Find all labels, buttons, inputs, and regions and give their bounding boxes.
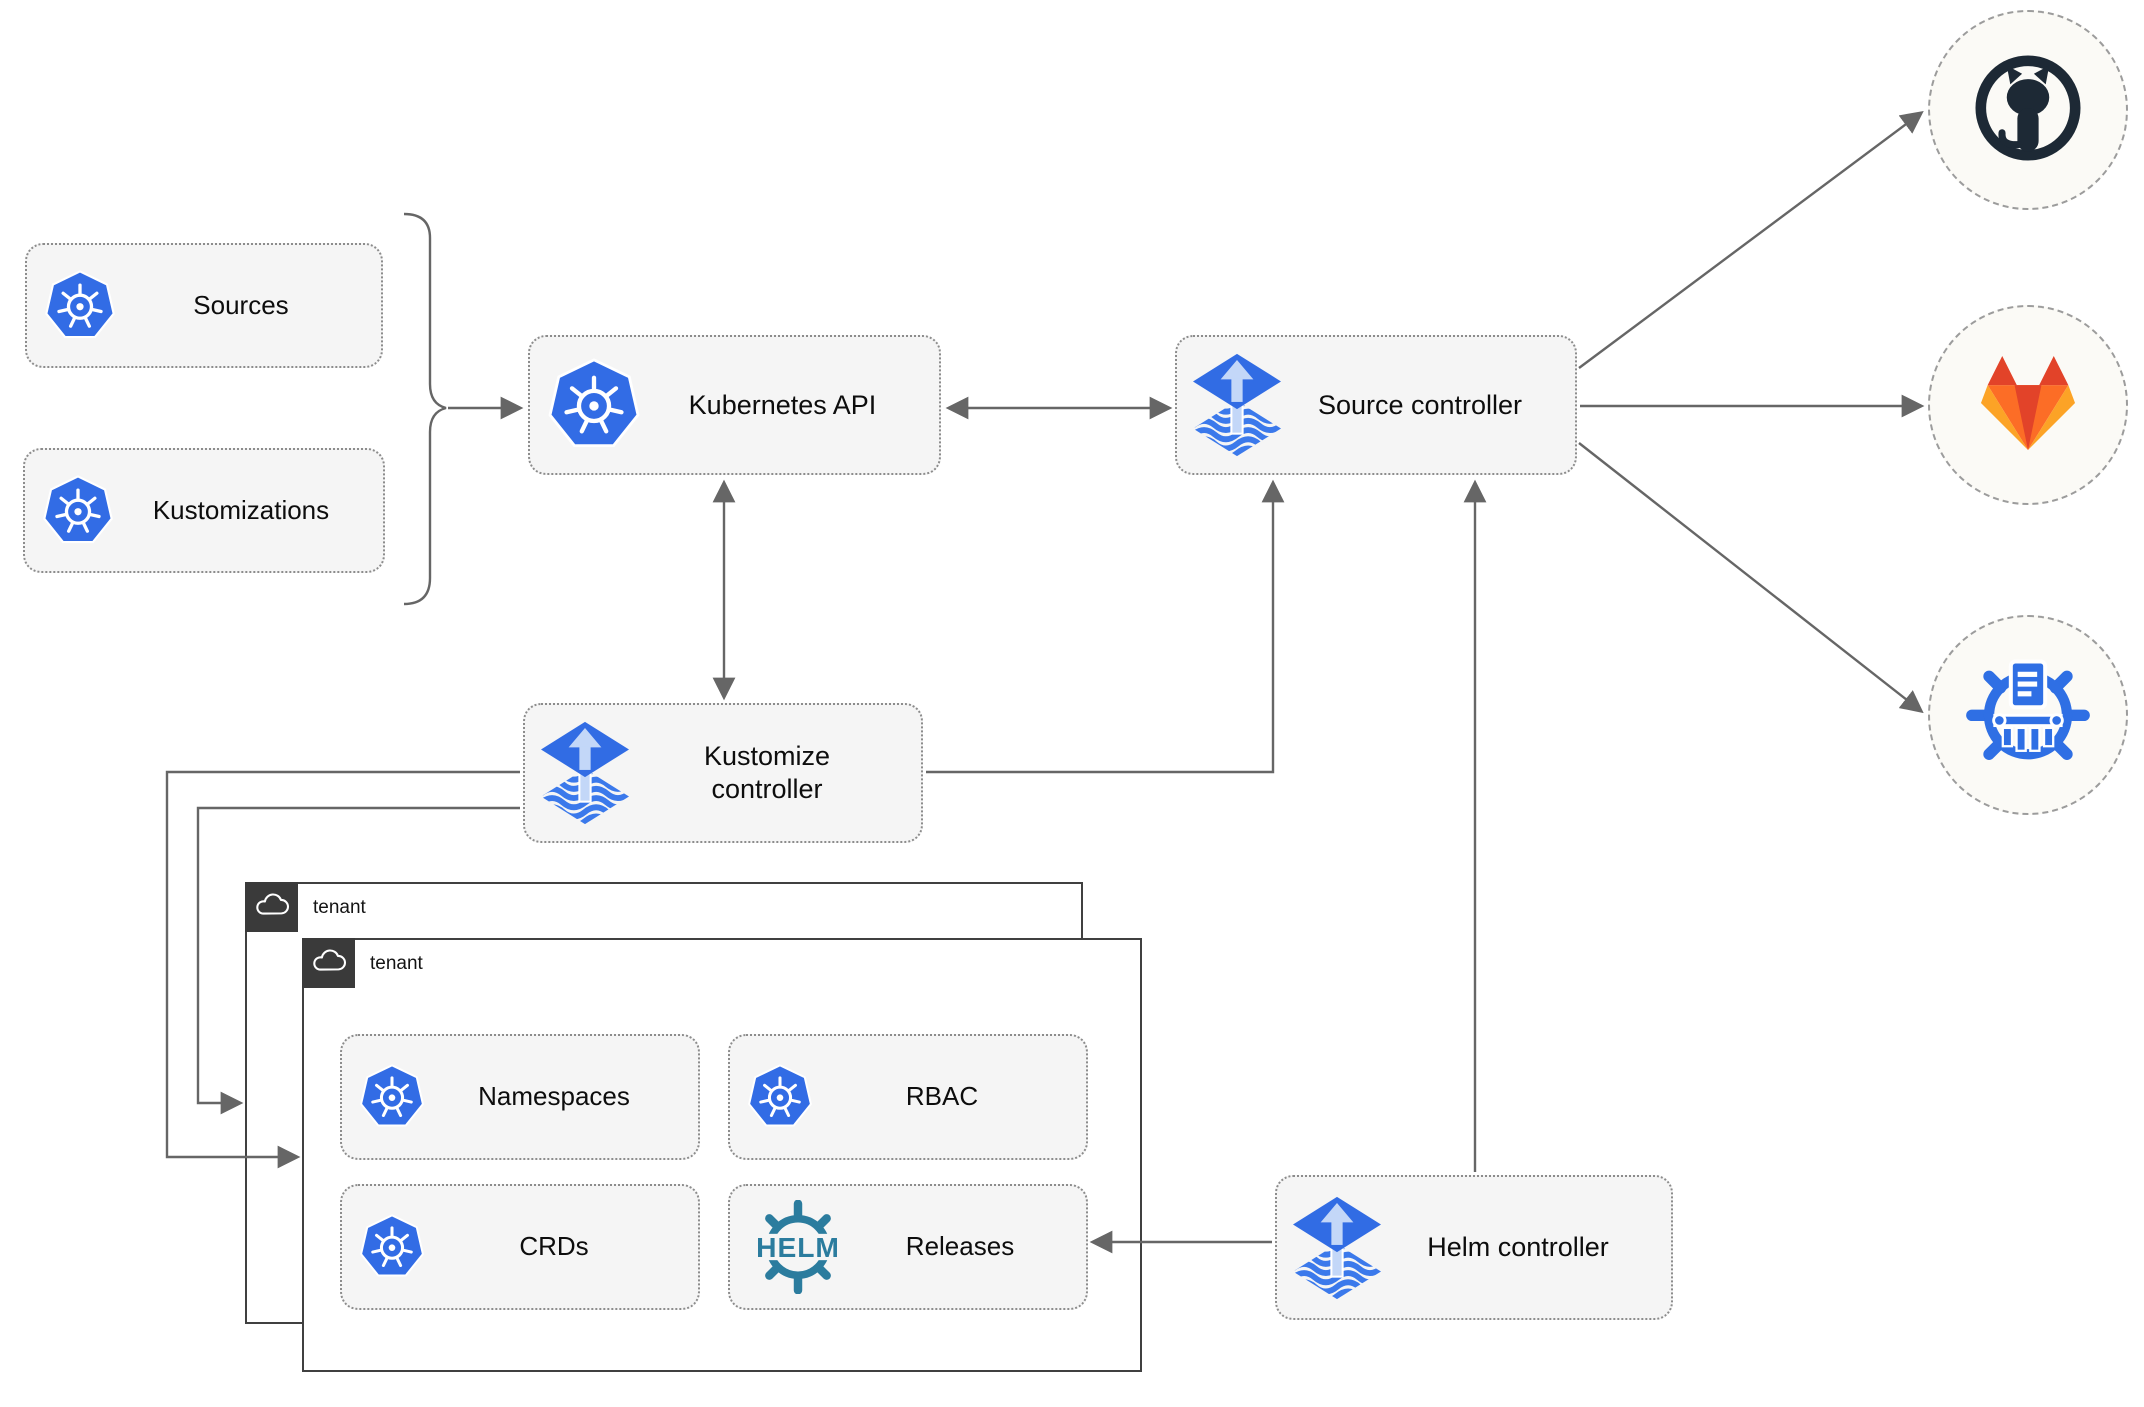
kubernetes-icon bbox=[41, 474, 115, 547]
kubernetes-icon bbox=[546, 358, 642, 452]
helm-logo-icon: HELM bbox=[746, 1200, 850, 1294]
kustomizations-box: Kustomizations bbox=[23, 448, 385, 573]
kubernetes-icon bbox=[358, 1064, 426, 1130]
releases-box: HELM Releases bbox=[728, 1184, 1088, 1310]
releases-label: Releases bbox=[905, 1231, 1015, 1262]
kustomize-controller-box: Kustomize controller bbox=[523, 703, 923, 843]
tenant-back-label: tenant bbox=[313, 897, 366, 918]
rbac-label: RBAC bbox=[905, 1081, 979, 1112]
gitlab-circle bbox=[1928, 305, 2128, 505]
edge-source-github bbox=[1578, 110, 1924, 369]
kubernetes-api-label: Kubernetes API bbox=[688, 389, 877, 420]
kubernetes-icon bbox=[746, 1064, 814, 1130]
chartmuseum-icon bbox=[1965, 650, 2091, 781]
github-icon bbox=[1969, 49, 2087, 172]
kubernetes-icon bbox=[358, 1214, 426, 1280]
helm-wheel-text: HELM bbox=[756, 1231, 840, 1263]
gitlab-icon bbox=[1972, 351, 2084, 460]
rbac-box: RBAC bbox=[728, 1034, 1088, 1160]
tenant-front-label: tenant bbox=[370, 953, 423, 974]
kubernetes-icon bbox=[43, 269, 117, 342]
github-circle bbox=[1928, 10, 2128, 210]
flux-icon bbox=[1193, 353, 1281, 457]
helm-controller-label: Helm controller bbox=[1427, 1232, 1609, 1263]
namespaces-box: Namespaces bbox=[340, 1034, 700, 1160]
flux-icon bbox=[1293, 1196, 1381, 1300]
kustomizations-label: Kustomizations bbox=[152, 494, 330, 525]
kustomize-controller-label: Kustomize controller bbox=[703, 741, 831, 804]
cloud-icon bbox=[254, 892, 290, 923]
group-brace bbox=[403, 212, 447, 606]
cloud-icon bbox=[311, 948, 347, 979]
kubernetes-api-box: Kubernetes API bbox=[528, 335, 941, 475]
chartmuseum-circle bbox=[1928, 615, 2128, 815]
tenant-back-header bbox=[245, 882, 298, 932]
sources-box: Sources bbox=[25, 243, 383, 368]
crds-box: CRDs bbox=[340, 1184, 700, 1310]
source-controller-box: Source controller bbox=[1175, 335, 1577, 475]
namespaces-label: Namespaces bbox=[478, 1081, 630, 1112]
crds-label: CRDs bbox=[519, 1231, 589, 1262]
flux-icon bbox=[541, 721, 629, 825]
edge-source-chartmuseum bbox=[1578, 442, 1924, 714]
sources-label: Sources bbox=[193, 289, 289, 320]
source-controller-label: Source controller bbox=[1317, 389, 1523, 420]
tenant-front-header bbox=[302, 938, 355, 988]
helm-controller-box: Helm controller bbox=[1275, 1175, 1673, 1320]
edge-kustomize-source bbox=[926, 479, 1285, 774]
